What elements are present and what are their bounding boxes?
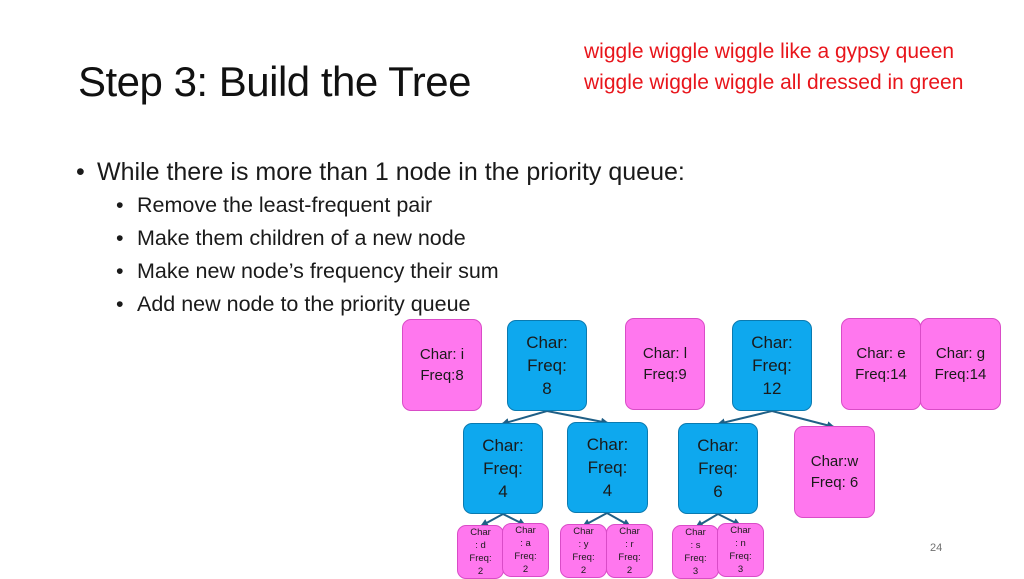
sub-bullet-text: Add new node to the priority queue [137, 292, 471, 316]
node-text: Freq: [572, 552, 595, 563]
node-text: Freq: [514, 551, 537, 562]
slide-title: Step 3: Build the Tree [78, 58, 471, 105]
node-char-e: Char: e Freq:14 [841, 318, 921, 410]
node-text: Char: [586, 435, 629, 454]
node-char-i: Char: i Freq:8 [402, 319, 482, 411]
node-text: Freq:8 [420, 367, 464, 384]
node-char-y: Char : y Freq: 2 [560, 524, 607, 578]
sub-bullet-text: Make new node’s frequency their sum [137, 259, 499, 283]
node-text: Char: e [856, 345, 906, 362]
bullet-dot: • [116, 292, 124, 316]
bullet-dot: • [116, 193, 124, 217]
node-text: 3 [737, 564, 744, 575]
sub-bullet-item: • Make them children of a new node [116, 222, 685, 255]
node-text: Char: [697, 436, 739, 455]
lyrics-annotation: wiggle wiggle wiggle like a gypsy queen … [584, 36, 963, 98]
node-text: Freq: [527, 356, 567, 375]
node-text: 2 [522, 564, 529, 575]
edge-12-to-w [771, 410, 835, 430]
node-text: Char [573, 526, 594, 537]
node-text: Char [685, 527, 706, 538]
sub-bullet-text: Remove the least-frequent pair [137, 193, 433, 217]
node-text: Freq: [469, 553, 492, 564]
node-text: : y [578, 539, 589, 550]
node-char-r: Char : r Freq: 2 [606, 524, 653, 578]
node-text: 3 [692, 566, 699, 577]
node-internal-4a: Char: Freq: 4 [463, 423, 543, 514]
node-internal-4b: Char: Freq: 4 [567, 422, 648, 513]
bullet-item: • While there is more than 1 node in the… [76, 155, 685, 189]
node-char-l: Char: l Freq:9 [625, 318, 705, 410]
bullet-dot: • [116, 226, 124, 250]
node-text: Char:w [810, 453, 859, 470]
node-text: : d [475, 540, 486, 551]
node-text: Char: [482, 436, 524, 455]
node-char-a: Char : a Freq: 2 [502, 523, 549, 577]
node-text: 6 [713, 482, 723, 501]
node-text: Freq: [729, 551, 752, 562]
node-text: Char [470, 527, 491, 538]
node-text: Char [619, 526, 640, 537]
node-text: 4 [498, 482, 508, 501]
node-text: Char: i [419, 346, 465, 363]
bullet-list: • While there is more than 1 node in the… [76, 155, 685, 321]
node-text: : s [690, 540, 701, 551]
node-text: 2 [477, 566, 484, 577]
node-text: Freq: [483, 459, 523, 478]
node-text: : r [625, 539, 634, 550]
node-text: : a [520, 538, 531, 549]
node-text: Freq: [618, 552, 641, 563]
sub-bullet-item: • Add new node to the priority queue [116, 288, 685, 321]
lyrics-line: wiggle wiggle wiggle all dressed in gree… [584, 71, 964, 94]
node-internal-8: Char: Freq: 8 [507, 320, 587, 411]
node-char-s: Char : s Freq: 3 [672, 525, 719, 579]
page-number: 24 [930, 542, 943, 554]
node-text: Char: [751, 333, 793, 352]
node-text: 2 [580, 565, 587, 576]
bullet-dot: • [76, 158, 85, 186]
bullet-text: While there is more than 1 node in the p… [97, 158, 685, 186]
node-internal-6: Char: Freq: 6 [678, 423, 758, 514]
node-text: Char: [526, 333, 568, 352]
bullet-dot: • [116, 259, 124, 283]
node-text: Freq:14 [934, 366, 987, 383]
node-text: 4 [602, 481, 613, 500]
node-text: Char: l [642, 345, 688, 362]
node-text: Char: g [935, 345, 986, 362]
node-internal-12: Char: Freq: 12 [732, 320, 812, 411]
node-text: Freq:9 [643, 366, 687, 383]
node-text: Char [515, 525, 536, 536]
node-text: Freq: [587, 458, 628, 477]
node-text: 8 [542, 379, 552, 398]
node-char-n: Char : n Freq: 3 [717, 523, 764, 577]
node-text: Freq:14 [855, 366, 907, 383]
node-text: Freq: [698, 459, 738, 478]
node-text: Freq: [752, 356, 792, 375]
sub-bullet-text: Make them children of a new node [137, 226, 466, 250]
node-text: Freq: [684, 553, 707, 564]
node-text: 12 [762, 379, 782, 398]
node-text: Freq: 6 [810, 474, 859, 491]
node-char-d: Char : d Freq: 2 [457, 525, 504, 579]
node-char-w: Char:w Freq: 6 [794, 426, 875, 518]
node-text: 2 [626, 565, 633, 576]
lyrics-line: wiggle wiggle wiggle like a gypsy queen [584, 40, 955, 63]
node-text: Char [730, 525, 751, 536]
node-char-g: Char: g Freq:14 [920, 318, 1001, 410]
sub-bullet-item: • Make new node’s frequency their sum [116, 255, 685, 288]
sub-bullet-item: • Remove the least-frequent pair [116, 189, 685, 222]
node-text: : n [735, 538, 746, 549]
